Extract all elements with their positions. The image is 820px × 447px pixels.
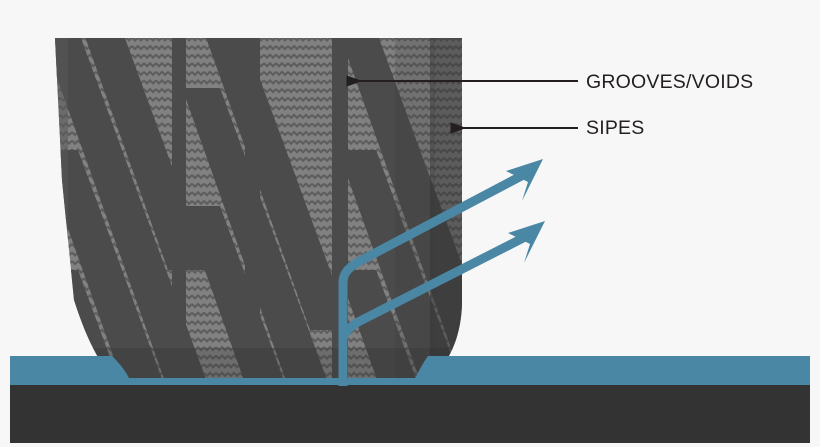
water-arrow-upper-head	[506, 159, 543, 201]
water-film-under-tire	[110, 378, 430, 385]
water-layer-left	[10, 356, 132, 385]
tire-cross-section	[55, 38, 462, 381]
vertical-groove-2	[245, 38, 260, 381]
grooves-voids-label: GROOVES/VOIDS	[586, 71, 753, 93]
water-arrow-lower-head	[508, 221, 545, 263]
water-evacuation-arrows	[338, 169, 532, 386]
road-surface	[10, 385, 810, 443]
water-arrow-lower-shaft	[338, 230, 532, 341]
callout-grooves-voids: GROOVES/VOIDS	[346, 71, 753, 93]
sipes-label: SIPES	[586, 117, 644, 139]
callout-sipes: SIPES	[450, 117, 644, 139]
lateral-grooves-right	[182, 38, 462, 381]
water-layer-right	[412, 356, 810, 385]
vertical-groove-1	[172, 38, 186, 381]
water-arrow-upper-shaft	[338, 169, 530, 284]
